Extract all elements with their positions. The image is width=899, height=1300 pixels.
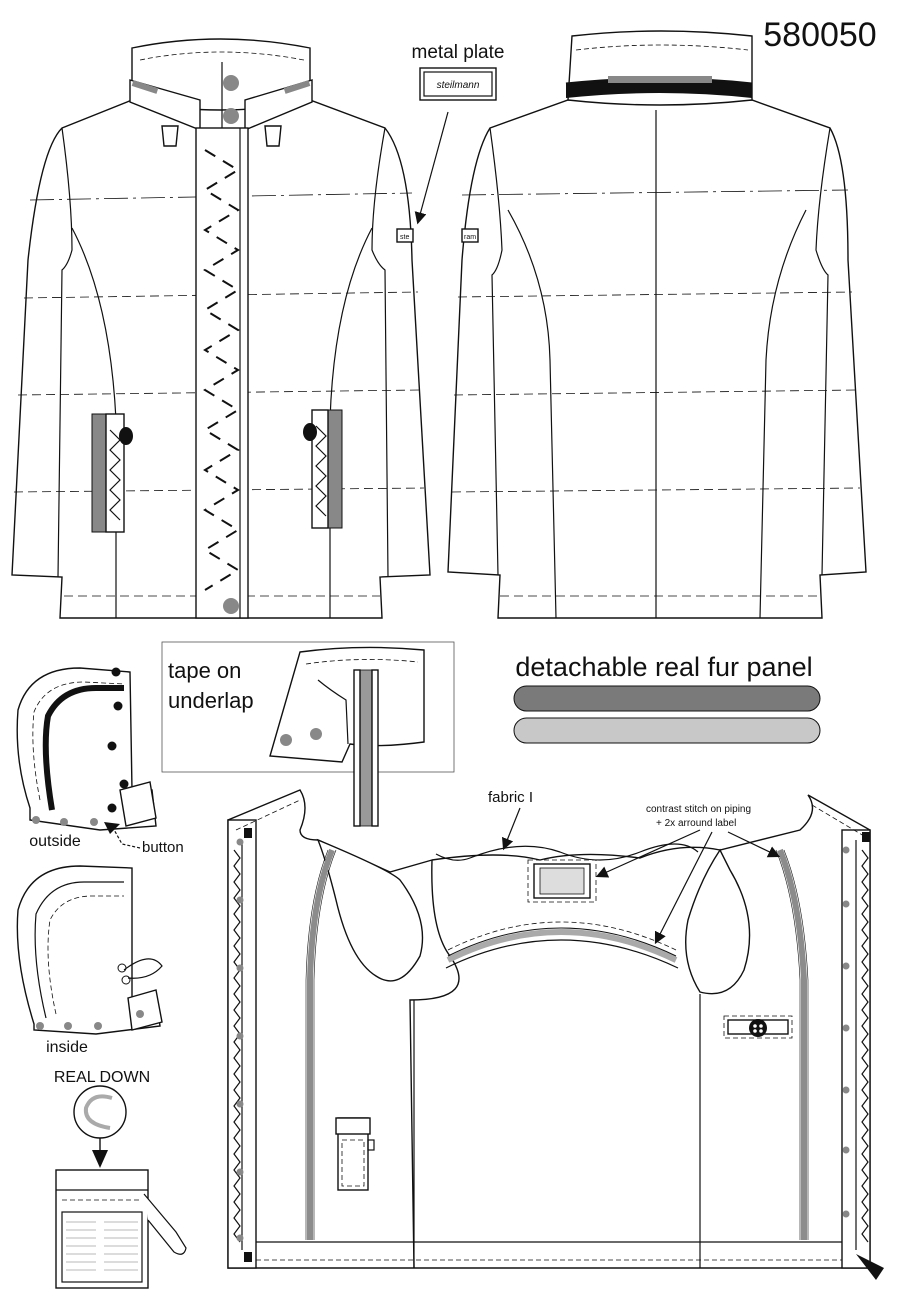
detachable-fur-label: detachable real fur panel — [515, 652, 812, 682]
contrast-stitch-label-2: + 2x arround label — [656, 818, 736, 829]
contrast-stitch-label-1: contrast stitch on piping — [646, 804, 751, 815]
fabric-label: fabric I — [488, 789, 533, 806]
tape-on-underlap-box — [161, 641, 455, 827]
tape-on-label: tape on — [168, 658, 241, 683]
hood-outside — [16, 667, 157, 831]
outside-label: outside — [29, 833, 81, 850]
sleeve-tag-back-text: ram — [464, 234, 476, 241]
style-number: 580050 — [763, 16, 876, 54]
hood-inside — [16, 865, 163, 1035]
metal-plate-label: metal plate — [412, 42, 505, 63]
back-view: ram — [447, 30, 867, 619]
underlap-label: underlap — [168, 688, 254, 713]
lining-view — [227, 789, 884, 1280]
front-view: ste — [11, 38, 431, 619]
metal-plate-brand: steilmann — [437, 80, 480, 91]
fur-panel-light — [513, 717, 821, 744]
button-label: button — [142, 839, 184, 856]
sleeve-tag-front-text: ste — [400, 234, 409, 241]
metal-plate: steilmann — [419, 67, 497, 101]
real-down-label: REAL DOWN — [54, 1069, 150, 1086]
care-label — [55, 1169, 187, 1289]
inside-label: inside — [46, 1039, 88, 1056]
real-down-badge — [73, 1085, 127, 1168]
fur-panel-dark — [513, 685, 821, 712]
